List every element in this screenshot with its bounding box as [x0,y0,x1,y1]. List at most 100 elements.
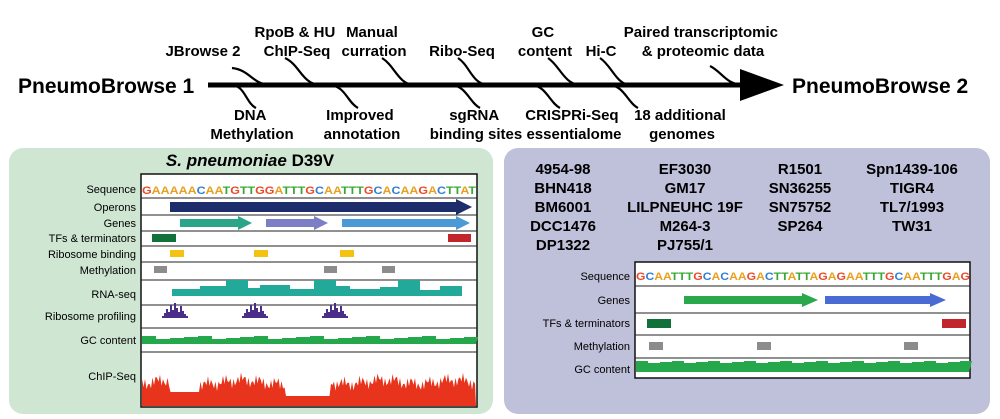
feature-jbrowse2: JBrowse 2 [165,43,240,60]
genome-name: SN36255 [769,180,832,197]
right-seq-base: A [912,271,921,283]
right-seq-base: G [818,271,827,283]
right-seq-base: A [729,271,738,283]
left-track-label: Sequence [86,184,136,196]
connector-annotation [329,83,359,109]
left-track-label: ChIP-Seq [88,371,136,383]
terminator-block [448,234,471,242]
right-track-marks [636,293,972,372]
rbs-block [170,250,184,257]
genome-name: Spn1439-106 [866,161,958,178]
right-track-lines [635,285,970,359]
left-seq-base: A [409,185,418,197]
left-seq-base: T [223,185,231,197]
feature-paired-data: Paired transcriptomic & proteomic data [624,24,782,60]
left-seq-base: A [324,185,333,197]
feature-improved-annotation: Improved annotation [324,107,401,143]
connector-crispri [531,83,561,109]
right-seq-base: T [870,271,878,283]
right-seq-base: A [903,271,912,283]
genome-name: BM6001 [535,199,592,216]
right-browser-frame [634,261,971,379]
right-seq-base: T [927,271,935,283]
left-seq-base: A [161,185,170,197]
methylation-block [324,266,337,273]
right-seq-base: G [747,271,756,283]
gene-arrow [342,216,470,230]
right-seq-base: G [837,271,846,283]
right-seq-base: G [885,271,894,283]
left-seq-base: G [305,185,315,197]
right-seq-base: A [756,271,765,283]
methylation-block [154,266,167,273]
timeline: PneumoBrowse 1 PneumoBrowse 2 JBrowse 2 … [18,24,968,143]
left-track-label: TFs & terminators [49,233,137,245]
genome-name: PJ755/1 [657,237,713,254]
gc-content-signal [636,361,972,372]
genome-name: TL7/1993 [880,199,944,216]
right-seq-base: A [738,271,747,283]
terminator-block [942,319,966,328]
left-seq-base: T [298,185,306,197]
methylation-block [649,342,663,350]
ribosome-profiling-peak [242,303,268,318]
right-seq-base: G [942,271,951,283]
right-seq-base: T [863,271,871,283]
left-track-label: Ribosome profiling [45,311,136,323]
connector-riboseq [457,57,489,87]
left-seq-base: C [391,185,400,197]
right-seq-base: A [788,271,797,283]
right-seq-base: G [693,271,702,283]
connector-chipseq [284,57,321,87]
left-seq-base: A [382,185,391,197]
left-panel: S. pneumoniae D39V SequenceOperonsGenesT… [9,148,493,414]
tf-block [647,319,671,328]
left-track-label: Ribosome binding [48,249,136,261]
left-seq-base: A [400,185,409,197]
genome-name: M264-3 [660,218,711,235]
ribosome-profiling-peak [322,303,348,318]
right-seq-base: G [636,271,645,283]
connector-methylation [231,83,257,109]
left-seq-base: G [418,185,428,197]
left-seq-base: A [215,185,224,197]
right-seq-base: C [703,271,712,283]
connector-sgrna [451,83,481,109]
left-seq-base: T [454,185,462,197]
methylation-block [382,266,395,273]
left-seq-base: T [446,185,454,197]
left-track-label: Genes [104,218,137,230]
right-track-label: Methylation [574,341,630,353]
left-seq-base: A [152,185,161,197]
methylation-block [904,342,918,350]
connector-genomes [609,83,639,109]
right-seq-base: A [663,271,672,283]
right-seq-base: T [878,271,886,283]
chipseq-signal [142,372,476,406]
gc-content-signal [142,336,478,344]
left-seq-base: A [333,185,342,197]
gene-arrow [180,216,252,230]
right-seq-base: C [720,271,729,283]
feature-manual-curration: Manual curration [341,24,406,60]
rnaseq-peak [314,280,336,290]
right-seq-base: A [828,271,837,283]
timeline-arrow-head [740,69,784,101]
left-seq-base: T [468,185,476,197]
right-seq-base: T [678,271,686,283]
pneumobrowse-1-label: PneumoBrowse 1 [18,75,195,98]
genome-name: EF3030 [659,161,712,178]
left-seq-base: T [247,185,255,197]
left-seq-base: T [283,185,291,197]
connector-curration [381,57,415,87]
right-sequence-track: GCAATTTGCACAAGACTTATTAGAGAATTTGCAATTTGAG [636,271,970,283]
left-seq-base: A [428,185,437,197]
left-seq-base: A [188,185,197,197]
left-seq-base: C [315,185,324,197]
rbs-block [254,250,268,257]
